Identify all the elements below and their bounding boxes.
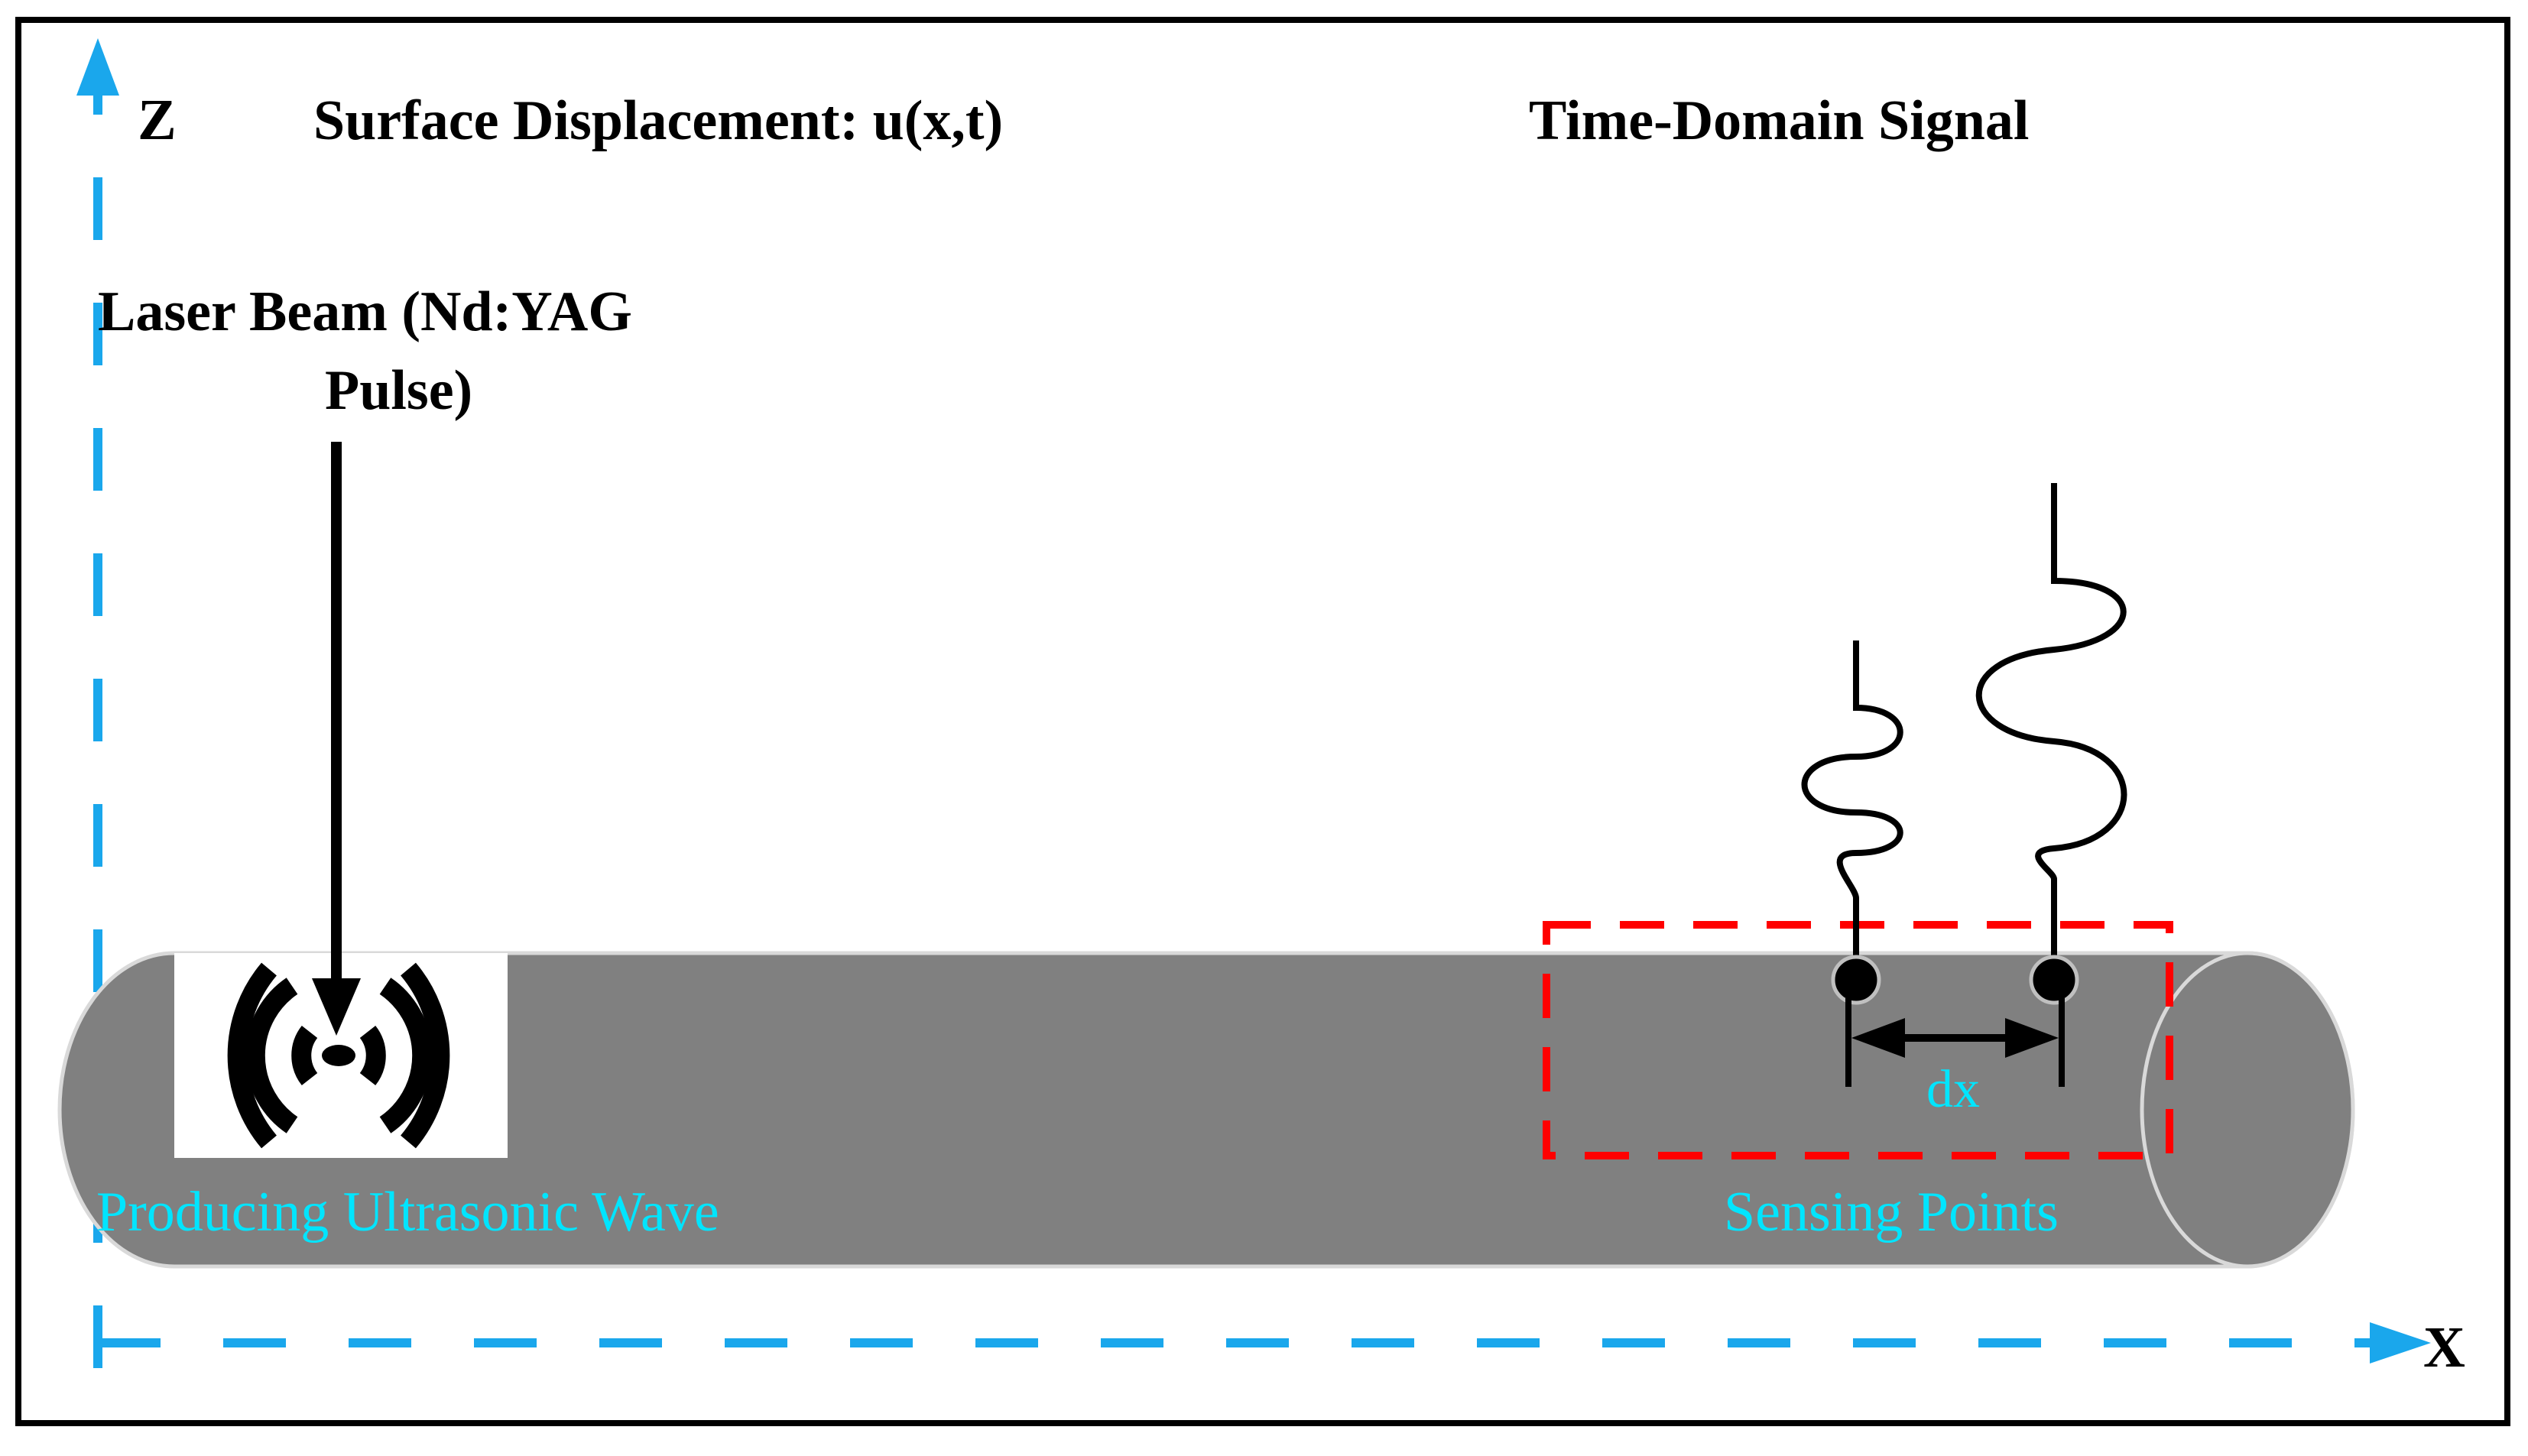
cylinder-end-face: [2140, 951, 2355, 1269]
cylinder-specimen: [57, 951, 2355, 1269]
z-axis-label: Z: [138, 88, 177, 152]
sensor-point-right: [2029, 955, 2079, 1005]
surface-displacement-label: Surface Displacement: u(x,t): [313, 89, 1003, 152]
dx-label: dx: [1926, 1060, 1980, 1119]
laser-beam-arrow: [312, 442, 361, 1036]
x-axis-arrowhead: [2370, 1322, 2431, 1364]
signal-trace-left: [1801, 640, 1903, 980]
dx-arrowhead-left: [1851, 1018, 1905, 1058]
wave-arc-right-2: [379, 978, 433, 1133]
wave-arc-left-1: [291, 1025, 318, 1086]
dx-arrowhead-right: [2005, 1018, 2059, 1058]
x-axis-label: X: [2423, 1315, 2465, 1380]
z-axis-arrowhead: [76, 38, 119, 96]
producing-wave-label: Producing Ultrasonic Wave: [96, 1181, 719, 1244]
outer-frame: [15, 17, 2510, 1426]
wave-center-dot: [322, 1045, 355, 1066]
sensing-points-label: Sensing Points: [1724, 1181, 2059, 1244]
dx-dimension: [1845, 998, 2065, 1087]
laser-beam-arrowhead: [312, 978, 361, 1036]
laser-beam-label-line1: Laser Beam (Nd:YAG: [98, 280, 632, 343]
wave-arc-left-3: [227, 962, 277, 1149]
wave-arc-right-1: [359, 1025, 386, 1086]
time-domain-signal-label: Time-Domain Signal: [1529, 89, 2029, 152]
wave-arc-left-2: [245, 978, 298, 1133]
sensor-point-left: [1831, 955, 1881, 1005]
wave-arc-right-3: [400, 962, 450, 1149]
signal-trace-right: [1975, 483, 2127, 980]
laser-beam-label-line2: Pulse): [325, 359, 472, 422]
